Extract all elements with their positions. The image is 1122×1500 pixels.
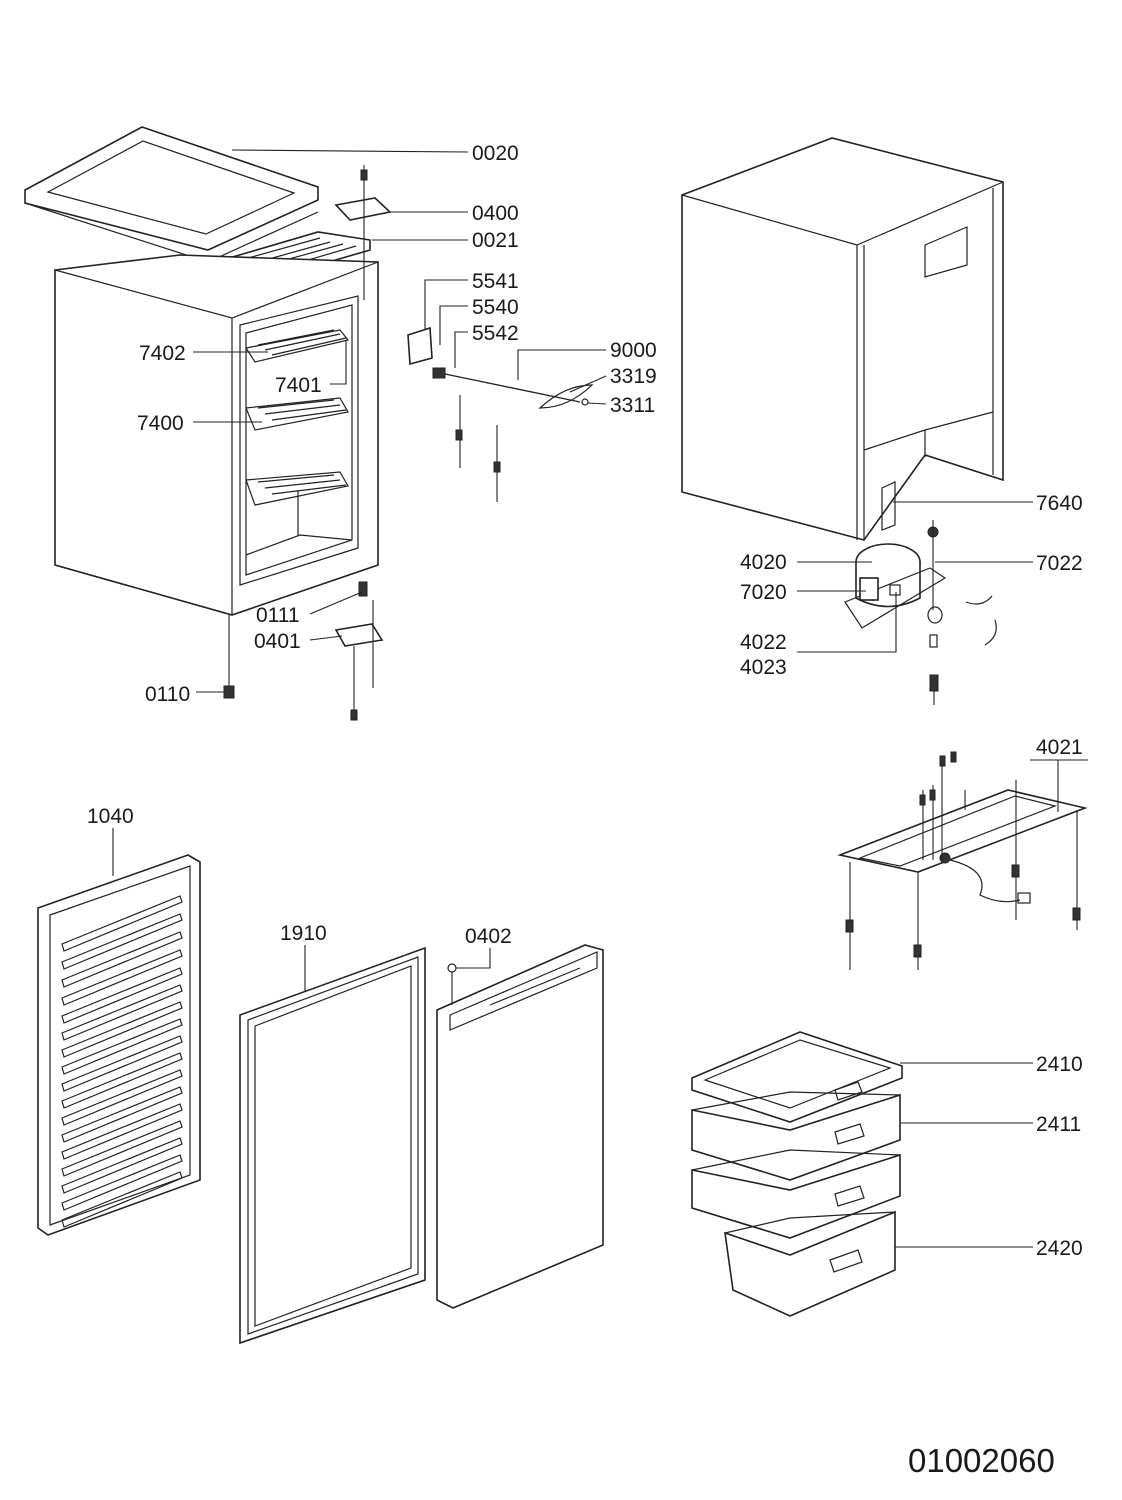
label-0021: 0021 — [472, 229, 519, 252]
label-7640: 7640 — [1036, 492, 1083, 515]
leaders-bottom-right — [895, 1062, 1033, 1248]
label-7020: 7020 — [740, 581, 787, 604]
door-rib — [61, 967, 183, 1024]
label-3311: 3311 — [610, 394, 655, 417]
label-4023: 4023 — [740, 656, 787, 679]
mount-hardware — [927, 520, 997, 705]
outer-door-0402 — [436, 944, 604, 1309]
label-3319: 3319 — [610, 365, 657, 388]
door-rib — [61, 984, 183, 1041]
door-rib — [61, 895, 183, 952]
label-7402: 7402 — [139, 342, 186, 365]
wire-shelf-lower — [245, 471, 349, 506]
leaders-top-left — [193, 149, 607, 693]
label-0402: 0402 — [465, 925, 512, 948]
hinge-0401 — [334, 581, 384, 721]
foot-0110 — [223, 615, 235, 699]
door-rib — [61, 1052, 183, 1109]
label-7022: 7022 — [1036, 552, 1083, 575]
door-rib — [61, 1001, 183, 1058]
wire-shelf-7400 — [245, 397, 349, 431]
door-rib — [61, 1035, 183, 1092]
door-rib — [61, 1018, 183, 1075]
label-0400: 0400 — [472, 202, 519, 225]
base-plate-4021 — [837, 751, 1088, 970]
label-2410: 2410 — [1036, 1053, 1083, 1076]
hinge-0400 — [334, 165, 392, 300]
label-5542: 5542 — [472, 322, 519, 345]
door-rib — [61, 1154, 183, 1211]
door-gasket-1910 — [239, 946, 426, 1345]
document-number: 01002060 — [908, 1442, 1055, 1479]
label-7400: 7400 — [137, 412, 184, 435]
label-0020: 0020 — [472, 142, 519, 165]
drawer-lower — [691, 1149, 901, 1239]
label-1910: 1910 — [280, 922, 327, 945]
label-0111: 0111 — [256, 604, 300, 627]
leaders-top-right — [797, 501, 1033, 653]
label-7401: 7401 — [275, 374, 322, 397]
label-9000: 9000 — [610, 339, 657, 362]
label-2411: 2411 — [1036, 1113, 1081, 1136]
door-rib — [61, 1103, 183, 1160]
drawer-2420 — [724, 1210, 896, 1317]
door-ribs — [61, 895, 183, 1228]
label-1040: 1040 — [87, 805, 134, 828]
inner-door-panel-1040 — [37, 854, 201, 1236]
door-rib — [61, 931, 183, 988]
wire-shelf-7402 — [245, 329, 350, 363]
label-4021: 4021 — [1036, 736, 1083, 759]
label-0110: 0110 — [145, 683, 190, 706]
cabinet-back — [681, 137, 1004, 541]
drawer-2410 — [691, 1031, 903, 1123]
door-rib — [61, 913, 183, 970]
label-4020: 4020 — [740, 551, 787, 574]
leaders-bottom-left — [112, 828, 491, 992]
thermostat-group — [407, 326, 594, 502]
door-rib — [61, 1086, 183, 1143]
label-5540: 5540 — [472, 296, 519, 319]
door-rib — [61, 949, 183, 1006]
label-4022: 4022 — [740, 631, 787, 654]
compressor-4020 — [844, 543, 947, 629]
cabinet-body — [54, 254, 379, 616]
door-rib — [61, 1137, 183, 1194]
door-rib — [61, 1171, 183, 1228]
label-2420: 2420 — [1036, 1237, 1083, 1260]
door-rib — [61, 1069, 183, 1126]
label-0401: 0401 — [254, 630, 301, 653]
door-rib — [61, 1120, 183, 1177]
label-5541: 5541 — [472, 270, 519, 293]
drawer-2411 — [691, 1091, 901, 1181]
worktop-part — [24, 126, 319, 263]
relay-7640 — [881, 481, 896, 531]
